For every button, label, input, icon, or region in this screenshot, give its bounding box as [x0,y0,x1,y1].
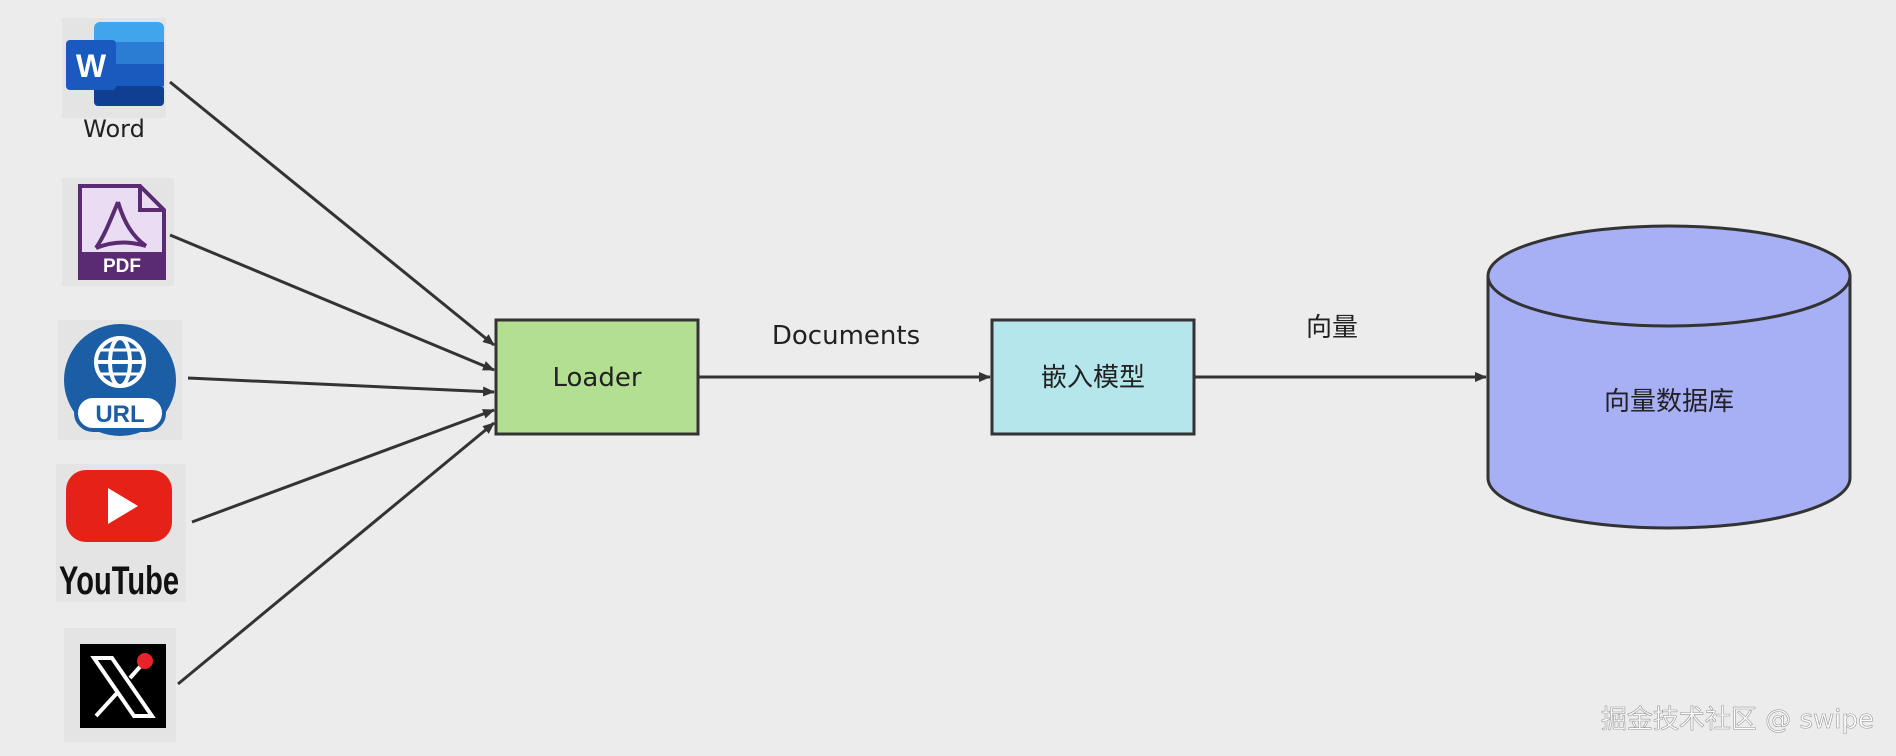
vector-database-cylinder [1486,224,1852,530]
youtube-label: YouTube [59,559,179,603]
arrow-x-to-loader [177,421,495,686]
loader-label: Loader [552,363,641,393]
arrow-pdf-to-loader [169,233,495,372]
url-globe-icon: URL [58,320,182,440]
pdf-badge-text: PDF [103,256,141,277]
url-badge-text: URL [95,401,144,428]
word-icon: W [62,18,166,118]
svg-text:W: W [76,48,107,84]
arrow-word-to-loader [169,80,495,347]
embedding-model-label: 嵌入模型 [1041,363,1145,393]
vector-edge-label: 向量 [1306,313,1358,343]
pdf-icon: PDF [62,178,174,286]
youtube-icon [56,464,186,602]
watermark: 掘金技术社区 @ swipe [1601,705,1874,735]
loader-box [494,318,700,436]
x-logo-icon [64,628,176,742]
arrow-youtube-to-loader [191,408,495,524]
embedding-model-box [990,318,1196,436]
word-label: Word [83,115,145,143]
arrow-url-to-loader [187,376,495,397]
source-arrows [169,80,495,686]
vector-database-label: 向量数据库 [1604,387,1734,417]
documents-edge-label: Documents [772,321,920,351]
